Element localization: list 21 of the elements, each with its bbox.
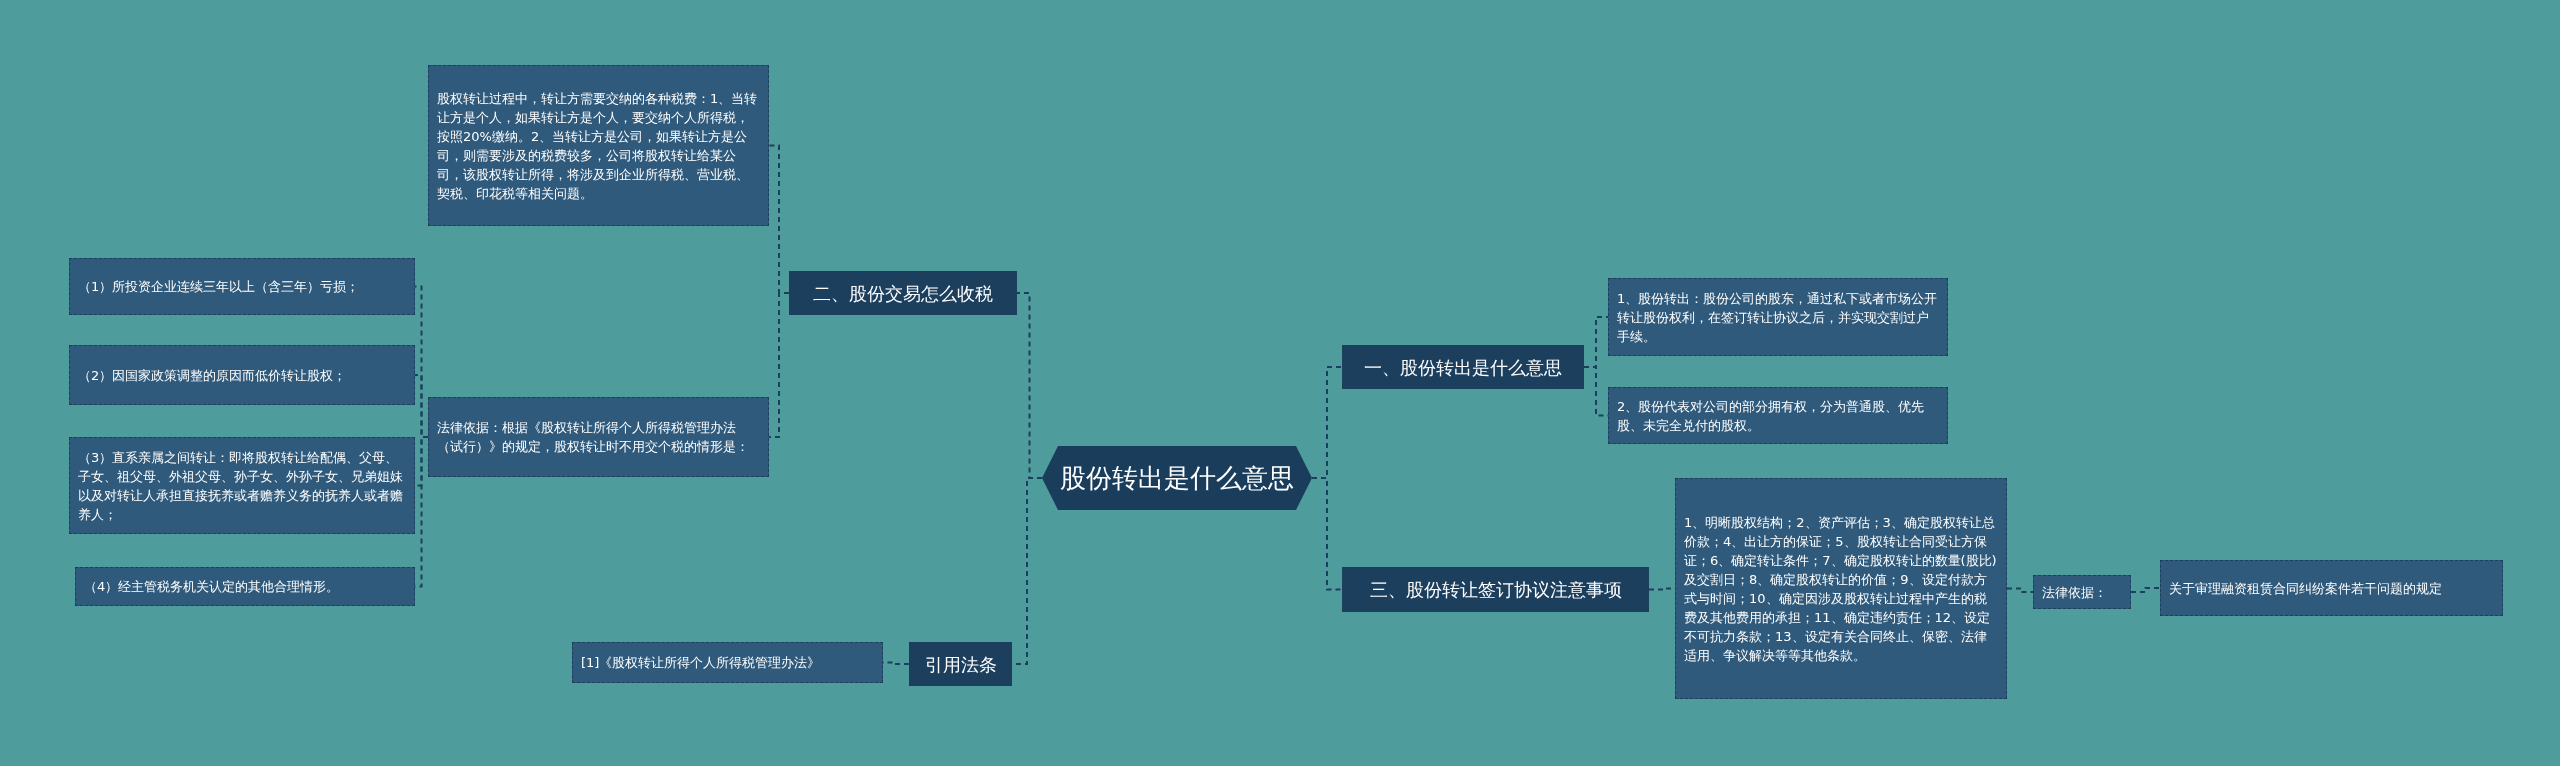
branch-topic: 一、股份转出是什么意思 bbox=[1342, 345, 1584, 389]
text-card: （2）因国家政策调整的原因而低价转让股权； bbox=[69, 345, 415, 405]
text-card: 法律依据：根据《股权转让所得个人所得税管理办法（试行）》的规定，股权转让时不用交个税的情形是： bbox=[428, 397, 769, 477]
connector-line bbox=[2130, 587, 2161, 593]
text-card: （4）经主管税务机关认定的其他合理情形。 bbox=[75, 567, 415, 606]
text-card: [1]《股权转让所得个人所得税管理办法》 bbox=[572, 642, 883, 683]
branch-topic: 三、股份转让签订协议注意事项 bbox=[1342, 567, 1649, 612]
connector-line bbox=[768, 292, 790, 438]
central-topic: 股份转出是什么意思 bbox=[1042, 446, 1312, 510]
text-card: 股权转让过程中，转让方需要交纳的各种税费：1、当转让方是个人，如果转让方是个人，要交纳个人所得税，按照20%缴纳。2、当转让方是公司，如果转让方是公司，则需要涉及的税费较多，公司将股权转让给某公司，该股权转让所得，将涉及到企业所得税、营业税、契税、印花税等相关问题。 bbox=[428, 65, 769, 226]
branch-topic: 引用法条 bbox=[909, 642, 1012, 686]
text-card: 2、股份代表对公司的部分拥有权，分为普通股、优先股、未完全兑付的股权。 bbox=[1608, 387, 1948, 444]
text-card: （3）直系亲属之间转让：即将股权转让给配偶、父母、子女、祖父母、外祖父母、孙子女、外孙子女、兄弟姐妹以及对转让人承担直接抚养或者赡养义务的抚养人或者赡养人； bbox=[69, 437, 415, 534]
text-card: 1、明晰股权结构；2、资产评估；3、确定股权转让总价款；4、出让方的保证；5、股权转让合同受让方保证；6、确定转让条件；7、确定股权转让的数量(股比)及交割日；8、确定股权转让的价值；9、设定付款方式与时间；10、确定因涉及股权转让过程中产生的税费及其他费用的承担；11、确定违约责任；12、设定不可抗力条款；13、设定有关合同终止、保密、法律适用、争议解决等等其他条款。 bbox=[1675, 478, 2007, 699]
connector-line bbox=[1311, 477, 1343, 591]
text-card: 法律依据： bbox=[2033, 575, 2131, 609]
text-card: （1）所投资企业连续三年以上（含三年）亏损； bbox=[69, 258, 415, 315]
connector-line bbox=[2006, 587, 2034, 593]
branch-topic: 二、股份交易怎么收税 bbox=[789, 271, 1017, 315]
text-card: 关于审理融资租赁合同纠纷案件若干问题的规定 bbox=[2160, 560, 2503, 616]
text-card: 1、股份转出：股份公司的股东，通过私下或者市场公开转让股份权利，在签订转让协议之后，并实现交割过户手续。 bbox=[1608, 278, 1948, 356]
